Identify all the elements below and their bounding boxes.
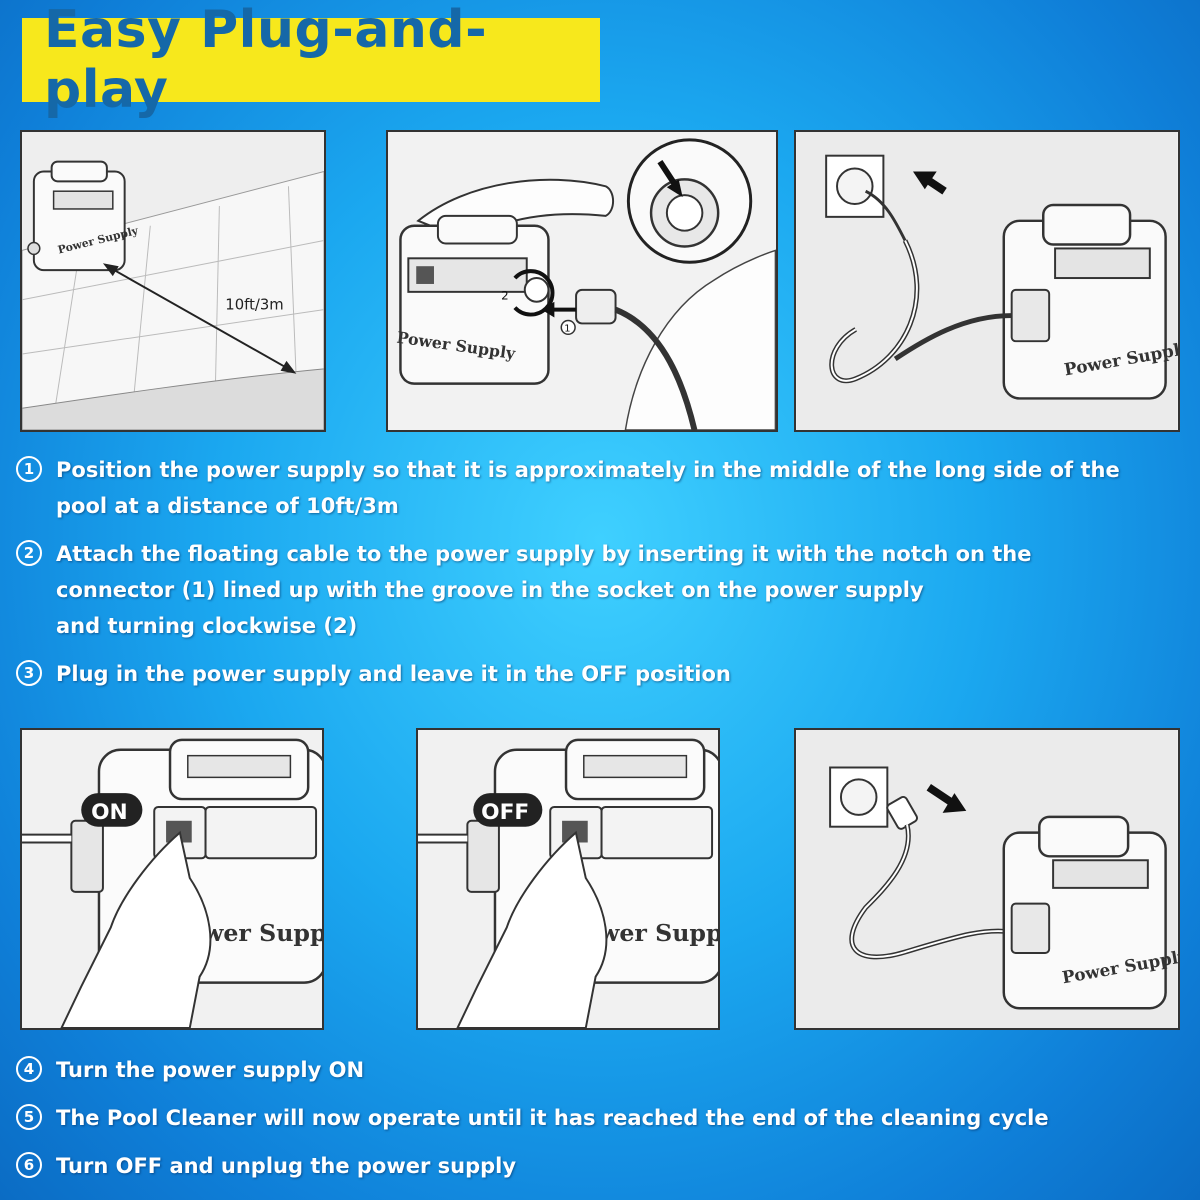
distance-label: 10ft/3m <box>225 297 283 314</box>
step-text: Turn OFF and unplug the power supply <box>56 1154 517 1178</box>
turn-on-illustration: ON Power Supply <box>22 730 322 1028</box>
power-supply-icon: Power Supply <box>1002 815 1178 1010</box>
power-supply-icon: Power Supply <box>1002 203 1178 400</box>
step-text: Turn the power supply ON <box>56 1058 365 1082</box>
step-number: 4 <box>16 1056 42 1082</box>
step-number: 3 <box>16 660 42 686</box>
power-supply-icon: Power Supply <box>27 160 140 272</box>
step-5: 5 The Pool Cleaner will now operate unti… <box>16 1100 1049 1136</box>
panel-attach-cable: Power Supply 2 1 <box>386 130 778 432</box>
panel-plug-in: Power Supply <box>794 130 1180 432</box>
step-2: 2 Attach the floating cable to the power… <box>16 536 1032 644</box>
step-text: Attach the floating cable to the power s… <box>56 542 1032 638</box>
title-banner: Easy Plug-and-play <box>22 0 600 120</box>
panel-position-supply: Power Supply 10ft/3m <box>20 130 326 432</box>
step-text: The Pool Cleaner will now operate until … <box>56 1106 1049 1130</box>
panel-unplug: Power Supply <box>794 728 1180 1030</box>
callout-1: 1 <box>564 323 570 334</box>
step-text: Position the power supply so that it is … <box>56 458 1120 518</box>
off-badge: OFF <box>481 800 529 825</box>
position-illustration: Power Supply 10ft/3m <box>22 132 324 430</box>
step-number: 2 <box>16 540 42 566</box>
on-badge: ON <box>91 800 128 825</box>
turn-off-illustration: OFF Power Supply <box>418 730 718 1028</box>
step-text: Plug in the power supply and leave it in… <box>56 662 731 686</box>
step-6: 6 Turn OFF and unplug the power supply <box>16 1148 516 1184</box>
step-number: 5 <box>16 1104 42 1130</box>
panel-turn-off: OFF Power Supply <box>416 728 720 1030</box>
attach-cable-illustration: Power Supply 2 1 <box>388 132 776 430</box>
power-supply-icon: Power Supply <box>396 214 550 385</box>
step-1: 1 Position the power supply so that it i… <box>16 452 1120 524</box>
page-title: Easy Plug-and-play <box>44 0 488 120</box>
step-number: 1 <box>16 456 42 482</box>
plug-in-illustration: Power Supply <box>796 132 1178 430</box>
step-3: 3 Plug in the power supply and leave it … <box>16 656 731 692</box>
step-number: 6 <box>16 1152 42 1178</box>
callout-2: 2 <box>501 289 509 303</box>
panel-turn-on: ON Power Supply <box>20 728 324 1030</box>
unplug-illustration: Power Supply <box>796 730 1178 1028</box>
step-4: 4 Turn the power supply ON <box>16 1052 364 1088</box>
